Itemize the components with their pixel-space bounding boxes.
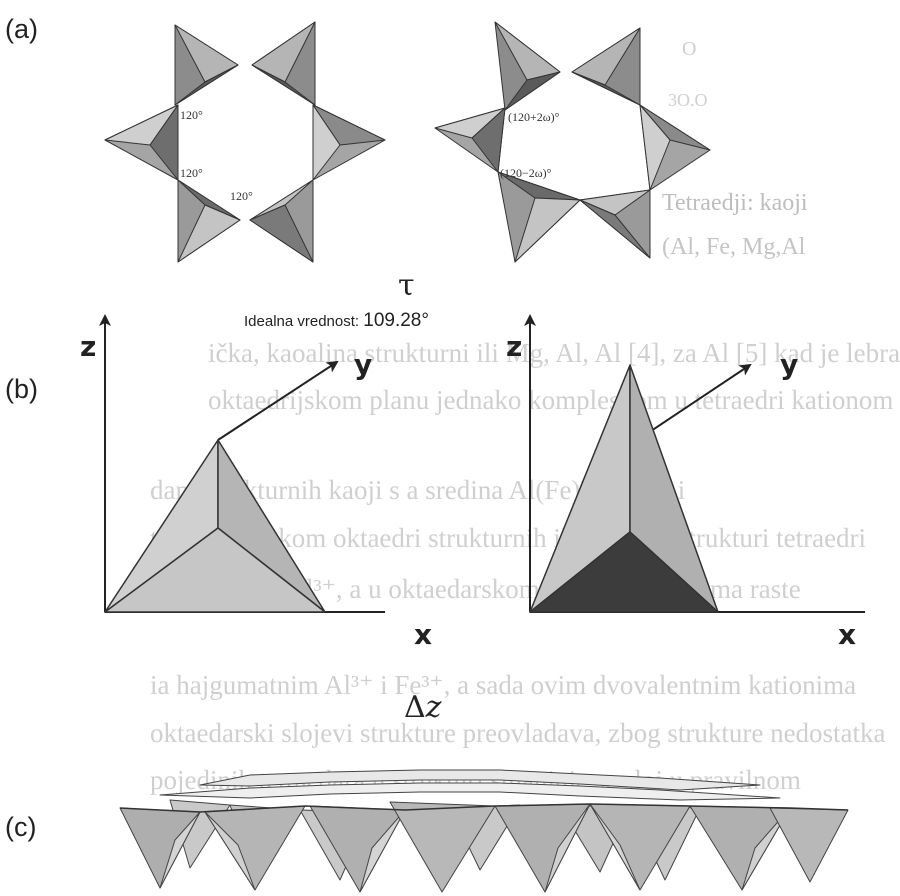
tetrahedron-l	[434, 107, 506, 173]
tetrahedron-br	[579, 189, 651, 259]
ideal-value-label: Idealna vrednost:	[244, 313, 360, 330]
tetrahedron-ideal	[104, 439, 326, 613]
angle-label-top: 120°	[180, 108, 203, 122]
tetrahedron-tl	[494, 21, 561, 111]
bg-text-11: oktaedarski slojevi strukture preovladav…	[150, 718, 886, 748]
panel-label-a: (a)	[5, 14, 38, 44]
angle-label-bottom: (120−2ω)°	[500, 166, 552, 180]
bg-text-3: Tetraedji: kaoji	[662, 190, 808, 216]
delta-symbol: Δ	[404, 690, 426, 725]
tetrahedron-bl	[177, 179, 241, 263]
sheet-tetrahedron	[309, 805, 406, 893]
axis-label-z: z	[506, 330, 523, 363]
bg-text-10: ia hajgumatnim Al³⁺ i Fe³⁺, a sada ovim …	[150, 670, 857, 700]
angle-label-top: (120+2ω)°	[508, 110, 560, 124]
rotated-tetrahedra-ring	[434, 21, 711, 263]
ideal-value: 109.28°	[363, 310, 429, 331]
tetrahedron-tr	[251, 21, 316, 106]
sheet-tetrahedron	[119, 807, 201, 889]
panel-label-b: (b)	[5, 374, 38, 404]
ideal-tetrahedra-ring	[104, 21, 386, 263]
sheet-tetrahedron	[689, 805, 791, 891]
axis-label-x: x	[414, 618, 433, 651]
bg-text-5: ička, kaoalina strukturni ili Mg, Al, Al…	[208, 338, 900, 368]
bg-text-2: 3O.O	[668, 90, 708, 110]
bg-text-1: O	[682, 38, 697, 60]
axis-label-y: y	[780, 348, 799, 381]
delta-z-label: Δz	[404, 690, 441, 725]
panel-label-c: (c)	[5, 812, 37, 842]
diagram-canvas	[99, 21, 865, 893]
sheet-tetrahedron	[204, 805, 306, 891]
axis-label-x: x	[838, 618, 857, 651]
bg-text-6: oktaedrijskom planu jednako kompleskom u…	[208, 385, 894, 415]
tetrahedron-tl	[174, 24, 239, 106]
sheet-tetrahedron	[389, 801, 496, 893]
tetrahedron-tr	[571, 27, 641, 106]
angle-label-bottom: 120°	[230, 189, 253, 203]
axis-label-y: y	[354, 348, 373, 381]
delta-z-var: z	[425, 690, 442, 725]
tetrahedron-distorted	[529, 364, 719, 613]
tetrahedron-bl	[497, 171, 581, 263]
ideal-value-caption: Idealna vrednost: 109.28°	[244, 310, 429, 332]
angle-label-middle: 120°	[180, 166, 203, 180]
bg-text-4: (Al, Fe, Mg,Al	[662, 234, 806, 260]
tau-symbol: τ	[398, 268, 415, 303]
tetrahedron-l	[104, 104, 179, 181]
tetrahedral-sheet	[119, 769, 849, 893]
sheet-tetrahedron	[494, 803, 591, 893]
axis-label-z: z	[80, 330, 97, 363]
tetrahedron-r	[639, 104, 711, 191]
tetrahedron-br	[249, 179, 314, 263]
sheet-tetrahedron	[769, 807, 849, 883]
tetrahedron-r	[312, 104, 386, 181]
